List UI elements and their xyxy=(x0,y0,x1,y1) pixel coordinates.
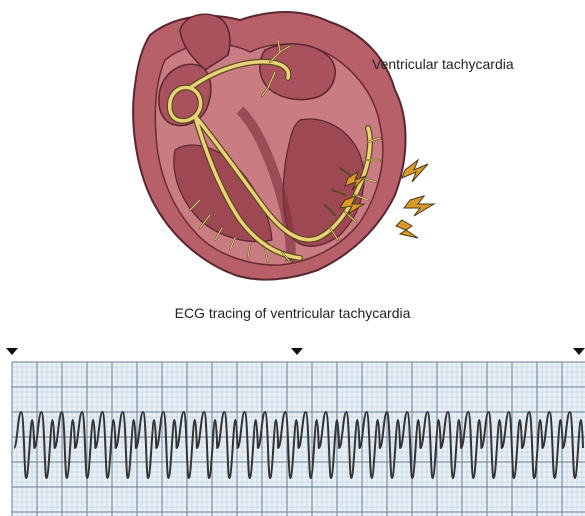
heart-svg xyxy=(0,0,585,290)
ecg-strip xyxy=(0,340,585,516)
spark-bolt xyxy=(402,160,428,182)
spark-bolt xyxy=(404,196,434,216)
ecg-caption: ECG tracing of ventricular tachycardia xyxy=(0,305,585,321)
ecg-svg xyxy=(0,340,585,516)
end-marker xyxy=(573,348,585,355)
start-marker xyxy=(6,348,18,355)
heart-illustration xyxy=(0,0,585,290)
spark-bolt xyxy=(396,220,418,238)
left-atrium xyxy=(260,44,335,100)
mid-marker xyxy=(291,348,303,355)
condition-label: Ventricular tachycardia xyxy=(372,56,514,72)
